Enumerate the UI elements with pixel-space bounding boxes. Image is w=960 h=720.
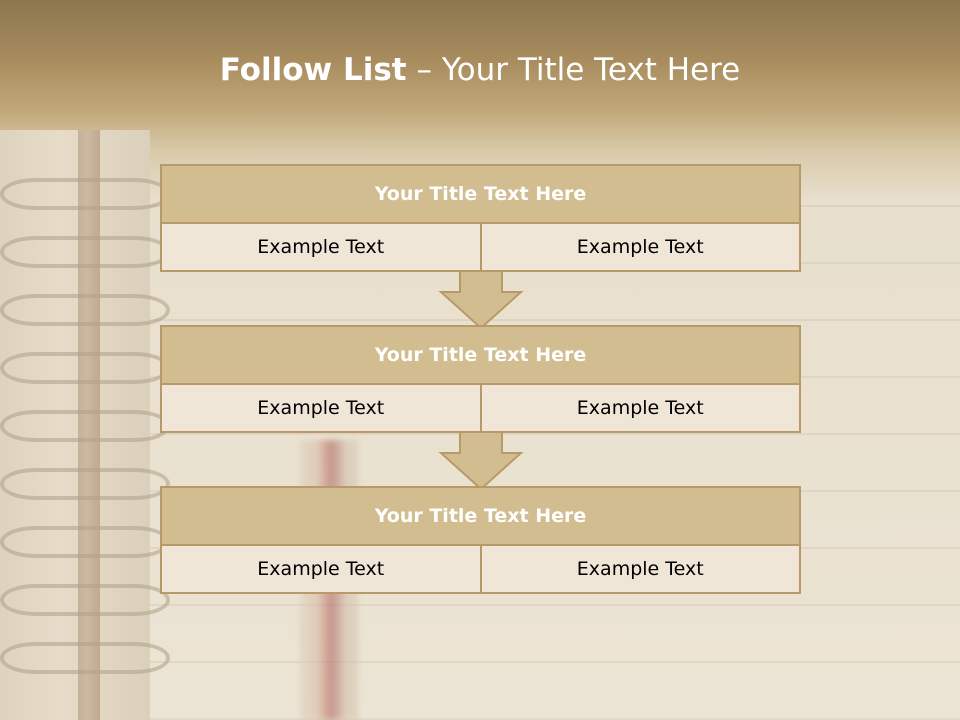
slide-title-bold: Follow List bbox=[219, 52, 407, 88]
spiral-ring bbox=[0, 526, 170, 558]
spiral-ring bbox=[0, 468, 170, 500]
down-arrow-icon bbox=[438, 270, 524, 330]
step-title: Your Title Text Here bbox=[162, 166, 799, 224]
spiral-ring bbox=[0, 294, 170, 326]
step-cell-right: Example Text bbox=[479, 385, 800, 431]
slide-title-rest: – Your Title Text Here bbox=[406, 52, 741, 88]
down-arrow-icon bbox=[438, 431, 524, 491]
step-title: Your Title Text Here bbox=[162, 488, 799, 546]
slide-title[interactable]: Follow List – Your Title Text Here bbox=[0, 52, 960, 88]
step-cell-left: Example Text bbox=[257, 236, 385, 258]
step-cell-left: Example Text bbox=[257, 397, 385, 419]
spiral-ring bbox=[0, 236, 170, 268]
spiral-ring bbox=[0, 178, 170, 210]
step-block-1[interactable]: Your Title Text Here Example Text Exampl… bbox=[160, 164, 801, 272]
step-cell-right: Example Text bbox=[479, 224, 800, 270]
step-cell-right: Example Text bbox=[479, 546, 800, 592]
spiral-ring bbox=[0, 352, 170, 384]
step-title: Your Title Text Here bbox=[162, 327, 799, 385]
step-block-2[interactable]: Your Title Text Here Example Text Exampl… bbox=[160, 325, 801, 433]
step-block-3[interactable]: Your Title Text Here Example Text Exampl… bbox=[160, 486, 801, 594]
spiral-ring bbox=[0, 584, 170, 616]
notebook-binding-bar bbox=[78, 130, 100, 720]
spiral-ring bbox=[0, 642, 170, 674]
spiral-ring bbox=[0, 410, 170, 442]
step-cell-left: Example Text bbox=[257, 558, 385, 580]
